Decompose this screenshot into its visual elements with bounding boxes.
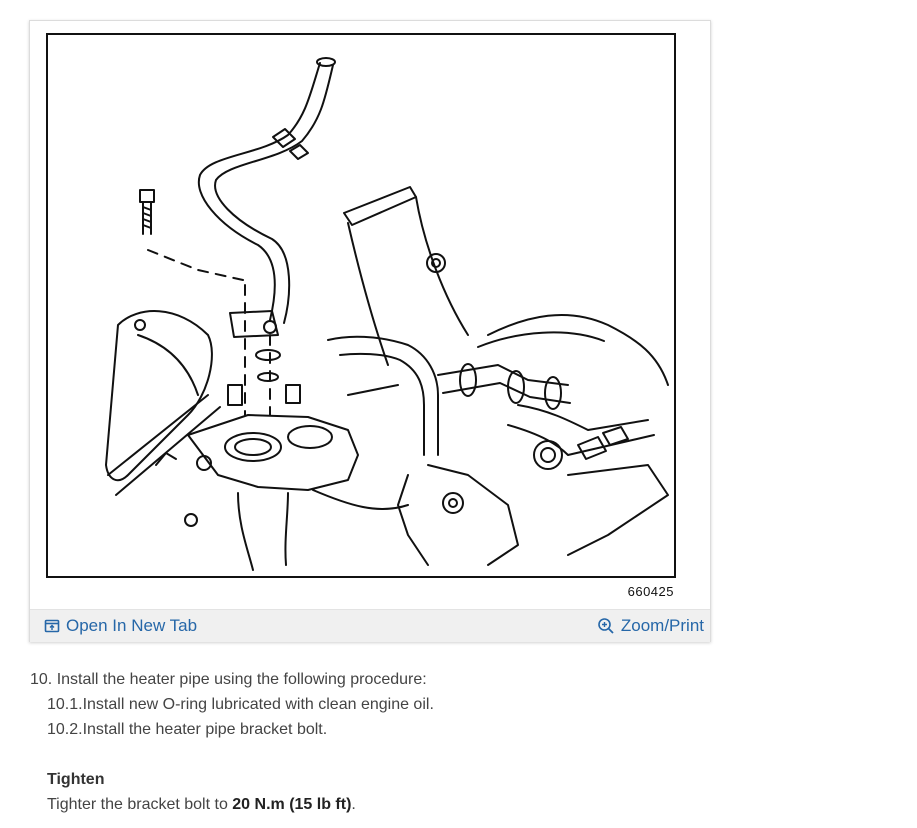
tighten-instruction: Tighter the bracket bolt to 20 N.m (15 l… [47,792,890,817]
open-in-new-tab-link[interactable]: Open In New Tab [44,615,197,637]
tighten-heading: Tighten [47,771,105,788]
spacer [30,742,890,767]
engine-diagram [46,33,676,578]
zoom-print-link[interactable]: Zoom/Print [597,615,704,637]
procedure-text: 10. Install the heater pipe using the fo… [30,667,890,817]
substep-10-1: 10.1.Install new O-ring lubricated with … [47,696,434,713]
open-in-new-tab-label: Open In New Tab [66,616,198,635]
zoom-print-label: Zoom/Print [620,616,704,635]
step-10: 10. Install the heater pipe using the fo… [30,671,427,688]
torque-value: 20 N.m (15 lb ft) [232,796,352,813]
figure-number: 660425 [627,584,674,599]
open-new-tab-icon [44,619,60,633]
tighten-prefix: Tighter the bracket bolt to [47,796,233,813]
substep-10-2: 10.2.Install the heater pipe bracket bol… [47,721,328,738]
engine-illustration [105,57,669,571]
figure-toolbar: Open In New Tab Zoom/Print [30,609,710,642]
figure-card: 660425 Open In New Tab Zoom/Print [29,20,711,642]
zoom-in-icon [598,618,614,634]
tighten-suffix: . [351,796,356,813]
